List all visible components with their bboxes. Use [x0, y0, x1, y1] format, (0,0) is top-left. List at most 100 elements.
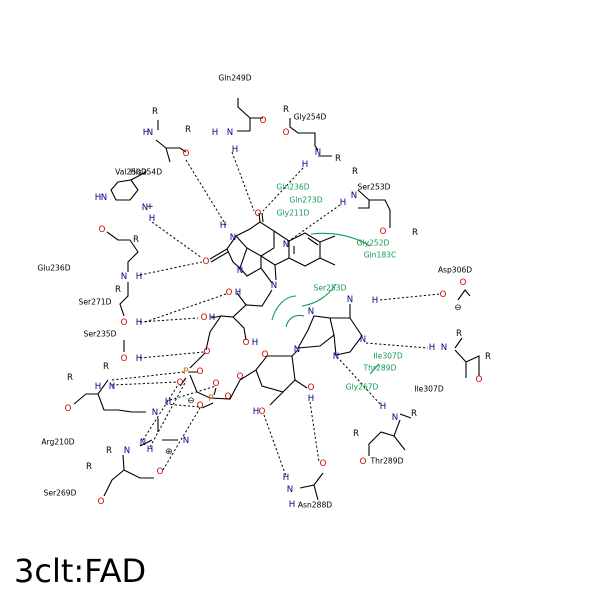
charge-0: ⊖	[454, 303, 461, 313]
r-group-4: R	[352, 167, 358, 177]
atom-n-23: N	[294, 345, 300, 355]
atom-n-37: N	[315, 148, 321, 158]
atom-o-2: O	[255, 209, 262, 219]
atom-n-59: N	[441, 343, 447, 353]
atom-h-70: H	[95, 382, 101, 392]
residue-label-asn288d: Asn288D	[298, 501, 332, 510]
atom-n-43: N	[147, 128, 153, 138]
atom-n-25: N	[333, 352, 339, 362]
atom-h-12: H	[252, 338, 258, 348]
ligand-title: 3clt:FAD	[14, 552, 147, 590]
atom-o-50: O	[99, 225, 106, 235]
residue-label-ser269d: Ser269D	[44, 489, 77, 498]
atom-o-53: O	[121, 318, 128, 328]
atom-n-24: N	[308, 307, 314, 317]
atom-o-18: O	[213, 379, 220, 389]
atom-n-27: N	[347, 295, 353, 305]
atom-o-36: O	[260, 116, 267, 126]
atom-n-0: N	[230, 233, 236, 243]
charge-symbols: ⊖ ⊕ ⊖ +	[146, 202, 461, 457]
atom-o-13: O	[204, 347, 211, 357]
atom-h-56: H	[136, 354, 142, 364]
residue-label-gln273d: Gln273D	[289, 196, 322, 205]
atom-h-75: H	[147, 445, 153, 455]
charge-2: ⊖	[187, 396, 194, 406]
residue-label-his254d: His254D	[130, 168, 162, 177]
residue-label-arg210d: Arg210D	[41, 438, 74, 447]
atom-o-31: O	[259, 407, 266, 417]
atom-o-57: O	[440, 290, 447, 300]
residue-label-glu236d: Glu236D	[37, 264, 70, 273]
atom-o-39: O	[283, 128, 290, 138]
residue-label-ile307d_g: Ile307D	[373, 352, 403, 361]
r-group-3: R	[335, 154, 341, 164]
atom-h-41: H	[340, 198, 346, 208]
atom-o-61: O	[476, 375, 483, 385]
r-group-10: R	[411, 409, 417, 419]
residue-label-gln249d: Gln249D	[218, 74, 251, 83]
atom-h-73: H	[165, 397, 171, 407]
r-group-0: R	[152, 107, 158, 117]
residue-label-gly211d: Gly211D	[277, 209, 310, 218]
atom-o-29: O	[308, 383, 315, 393]
r-group-13: R	[67, 373, 73, 383]
hydrogen-bonds	[111, 151, 441, 477]
atom-n-77: N	[124, 446, 130, 456]
atom-o-68: O	[320, 459, 327, 469]
r-group-12: R	[103, 362, 109, 372]
atom-o-20: O	[197, 401, 204, 411]
atom-h-49: H	[95, 193, 101, 203]
residue-label-ser235d: Ser235D	[84, 330, 117, 339]
residue-label-gln236d_g: Gln236D	[276, 183, 309, 192]
atom-h-63: H	[380, 402, 386, 412]
atom-n-46: N	[142, 203, 148, 213]
atom-n-72: N	[152, 408, 158, 418]
atom-h-66: H	[283, 473, 289, 483]
residue-labels: Gln249DGly254DVal250DHis254DSer253DGln23…	[37, 74, 472, 510]
atom-n-74: N	[140, 438, 146, 448]
atom-n-65: N	[287, 485, 293, 495]
atom-n-26: N	[360, 335, 366, 345]
hydrophobic-contacts	[271, 232, 380, 375]
charge-1: ⊕	[165, 447, 172, 457]
atom-h-1: H	[220, 221, 226, 231]
r-group-6: R	[133, 235, 139, 245]
residue-label-thr289d_g: Thr289D	[363, 364, 397, 373]
atom-h-32: H	[253, 407, 259, 417]
residue-label-ser271d: Ser271D	[79, 298, 112, 307]
atom-h-10: H	[209, 313, 215, 323]
atom-o-45: O	[183, 149, 190, 159]
atom-n-76: N	[183, 436, 189, 446]
atom-h-54: H	[136, 318, 142, 328]
atom-o-58: O	[460, 278, 467, 288]
atom-h-44: H	[143, 128, 149, 138]
r-group-9: R	[485, 352, 491, 362]
atom-o-71: O	[65, 404, 72, 414]
residue-label-gln183c: Gln183C	[364, 251, 397, 260]
atom-o-16: O	[177, 378, 184, 388]
atom-h-38: H	[302, 160, 308, 170]
atom-p-17: P	[208, 394, 213, 404]
atom-n-40: N	[351, 191, 357, 201]
residue-label-gly267d: Gly267D	[346, 383, 379, 392]
atom-n-51: N	[121, 272, 127, 282]
atom-h-52: H	[136, 272, 142, 282]
atom-n-62: N	[392, 413, 398, 423]
atom-o-15: O	[197, 367, 204, 377]
r-group-11: R	[353, 429, 359, 439]
r-group-2: R	[283, 105, 289, 115]
atom-p-14: P	[183, 367, 188, 377]
atom-h-60: H	[429, 343, 435, 353]
atom-n-4: N	[237, 266, 243, 276]
atom-h-35: H	[232, 145, 238, 155]
residue-label-gly252d: Gly252D	[357, 239, 390, 248]
r-group-5: R	[412, 228, 418, 238]
charge-3: +	[146, 202, 153, 212]
atom-n-5: N	[283, 240, 289, 250]
atom-o-42: O	[380, 227, 387, 237]
r-group-15: R	[86, 462, 92, 472]
residue-label-ile307d: Ile307D	[414, 385, 444, 394]
